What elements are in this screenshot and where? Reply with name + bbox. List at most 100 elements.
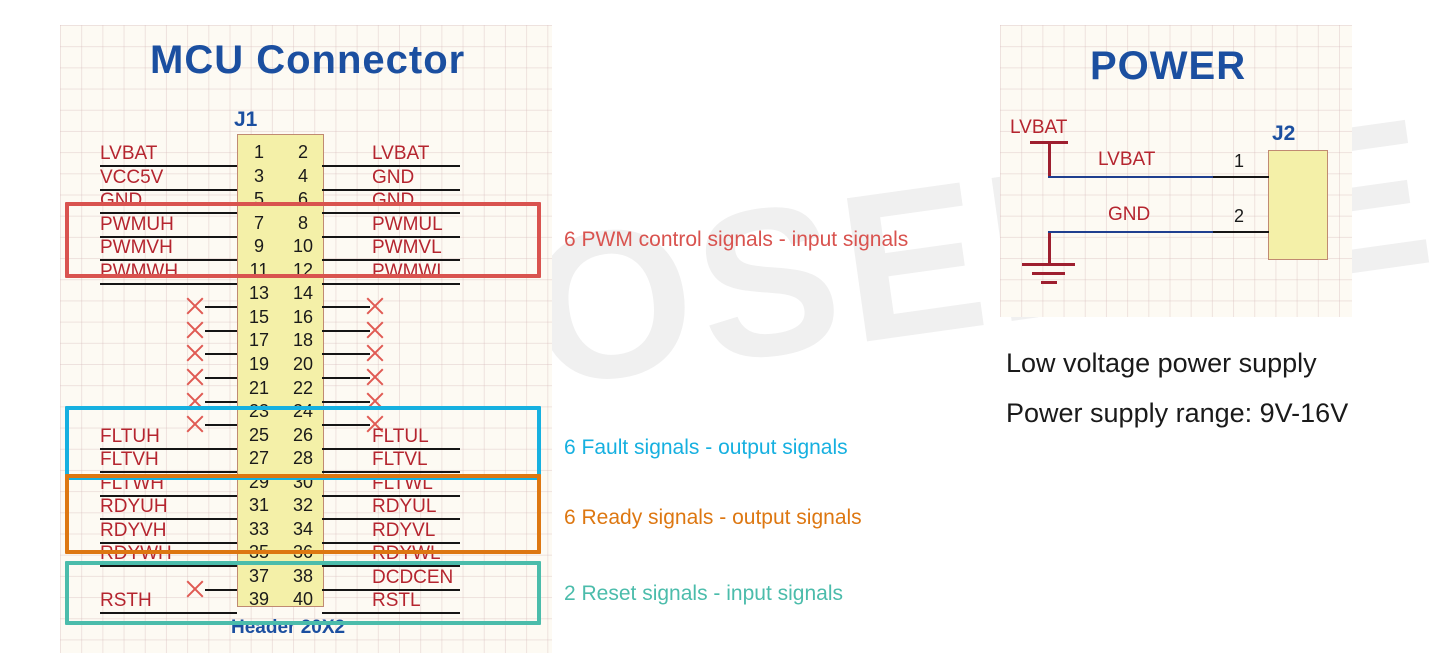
no-connect-x-icon-pin-19 — [184, 366, 206, 388]
wire-pin-5 — [100, 212, 237, 215]
pin-number-20: 20 — [292, 353, 314, 374]
wire-pin-9 — [100, 259, 237, 262]
annotation-ready: 6 Ready signals - output signals — [564, 506, 862, 529]
wire-pin-27 — [100, 471, 237, 474]
wire-pin-17 — [205, 353, 237, 356]
pin-number-6: 6 — [297, 189, 308, 210]
pin-number-34: 34 — [292, 518, 314, 539]
annotation-pwm: 6 PWM control signals - input signals — [564, 228, 909, 251]
lvbat-symbol-stem — [1048, 141, 1051, 176]
no-connect-x-icon-pin-14 — [364, 295, 386, 317]
wire-pin-32 — [322, 518, 460, 521]
net-label-pin-3: VCC5V — [100, 166, 164, 188]
pin-number-4: 4 — [297, 165, 308, 186]
pin-number-16: 16 — [292, 306, 314, 327]
net-label-pin-25: FLTUH — [100, 425, 160, 447]
wire-pin-20 — [322, 376, 370, 379]
wire-pin-38 — [322, 588, 460, 591]
pin-number-21: 21 — [248, 377, 270, 398]
pin-number-28: 28 — [292, 448, 314, 469]
wire-pin-4 — [322, 188, 460, 191]
net-label-pin-9: PWMVH — [100, 237, 173, 259]
net-label-pin-1: LVBAT — [100, 143, 158, 164]
net-label-pin-8: PWMUL — [372, 213, 443, 235]
wire-pin-3 — [100, 188, 237, 191]
pin-number-40: 40 — [292, 589, 314, 610]
no-connect-x-icon-pin-17 — [184, 342, 206, 364]
wire-pin-10 — [322, 259, 460, 262]
no-connect-x-icon-pin-16 — [364, 319, 386, 341]
wire-pin-33 — [100, 541, 237, 544]
pin-number-18: 18 — [292, 330, 314, 351]
pin-number-3: 3 — [253, 165, 264, 186]
wire-pin-31 — [100, 518, 237, 521]
pin-number-17: 17 — [248, 330, 270, 351]
wire-pin-2 — [322, 165, 460, 167]
net-label-pin-27: FLTVH — [100, 449, 159, 471]
pin-number-39: 39 — [248, 589, 270, 610]
wire-pin-15 — [205, 329, 237, 332]
pin-number-25: 25 — [248, 424, 270, 445]
pin-number-9: 9 — [253, 236, 264, 257]
no-connect-x-icon-pin-13 — [184, 295, 206, 317]
wire-pin-1 — [100, 165, 237, 167]
wire-pin-18 — [322, 353, 370, 356]
wire-pin-13 — [205, 306, 237, 309]
pin-number-13: 13 — [248, 283, 270, 304]
net-label-pin-26: FLTUL — [372, 425, 429, 447]
pin-number-27: 27 — [248, 448, 270, 469]
wire-pin-11 — [100, 282, 237, 285]
pin-number-8: 8 — [297, 212, 308, 233]
wire-pin-24 — [322, 424, 370, 427]
pin-number-2: 2 — [297, 142, 308, 162]
connector-body-j1 — [237, 134, 324, 607]
net-label-pin-32: RDYUL — [372, 496, 437, 518]
j2-pin-number-2: 2 — [1233, 206, 1244, 226]
net-label-pin-40: RSTL — [372, 590, 421, 612]
connector-body-j2 — [1268, 150, 1328, 260]
net-label-pin-33: RDYVH — [100, 519, 167, 541]
no-connect-x-icon-pin-20 — [364, 366, 386, 388]
pin-number-19: 19 — [248, 353, 270, 374]
wire-pin-36 — [322, 565, 460, 568]
power-description-line-1: Low voltage power supply — [1006, 348, 1317, 378]
highlight-box-ready — [65, 474, 541, 554]
wire-pin-14 — [322, 306, 370, 309]
net-label-pin-2: LVBAT — [372, 143, 430, 164]
j2-net-label-1: LVBAT — [1098, 149, 1156, 170]
j2-pin-number-1: 1 — [1233, 151, 1244, 171]
refdes-j1: J1 — [234, 108, 258, 131]
pin-number-22: 22 — [292, 377, 314, 398]
highlight-box-reset — [65, 561, 541, 625]
wire-pin-19 — [205, 376, 237, 379]
pin-number-37: 37 — [248, 565, 270, 586]
pin-number-38: 38 — [292, 565, 314, 586]
wire-pin-28 — [322, 471, 460, 474]
power-description-line-2: Power supply range: 9V-16V — [1006, 398, 1349, 428]
j2-wire-pin-2 — [1213, 231, 1269, 233]
pin-number-7: 7 — [253, 212, 264, 233]
pin-number-31: 31 — [248, 495, 270, 516]
annotation-fault: 6 Fault signals - output signals — [564, 436, 848, 459]
power-panel — [1000, 25, 1352, 317]
no-connect-x-icon-pin-15 — [184, 319, 206, 341]
pin-number-14: 14 — [292, 283, 314, 304]
gnd-symbol-bar-2 — [1032, 272, 1065, 275]
annotation-reset: 2 Reset signals - input signals — [564, 582, 843, 605]
wire-pin-22 — [322, 400, 370, 403]
net-label-pin-7: PWMUH — [100, 213, 174, 235]
net-label-pin-38: DCDCEN — [372, 566, 454, 588]
wire-pin-40 — [322, 612, 460, 615]
wire-pin-25 — [100, 447, 237, 450]
j2-wire-pin-1 — [1213, 176, 1269, 178]
wire-pin-26 — [322, 447, 460, 450]
pin-number-1: 1 — [253, 142, 264, 162]
power-supply-symbol-label: LVBAT — [1010, 117, 1068, 138]
wire-pin-21 — [205, 400, 237, 403]
power-title: POWER — [1090, 44, 1247, 88]
wire-pin-39 — [100, 612, 237, 615]
pin-number-33: 33 — [248, 518, 270, 539]
wire-pin-16 — [322, 329, 370, 332]
wire-pin-34 — [322, 541, 460, 544]
